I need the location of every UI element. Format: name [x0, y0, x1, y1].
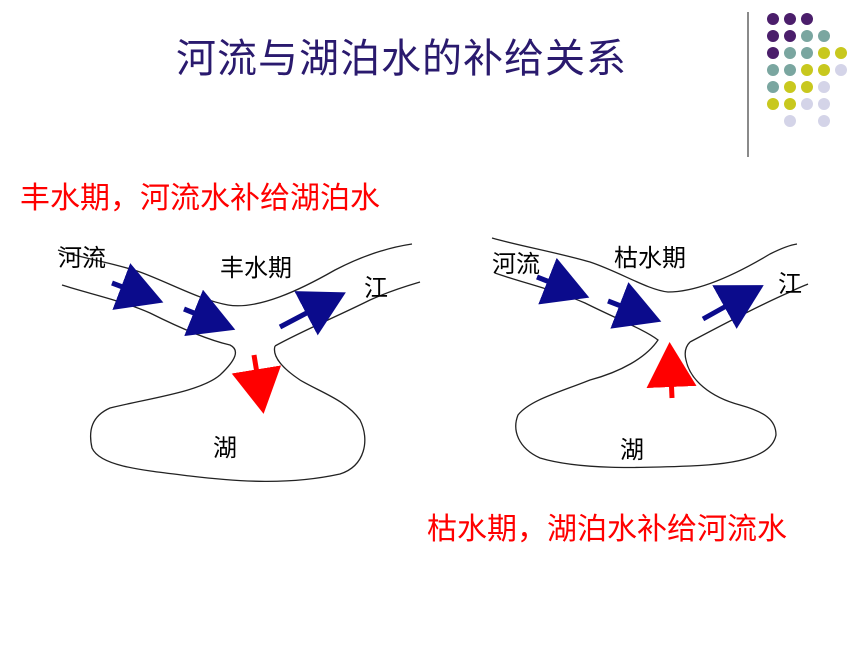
dot: [767, 98, 779, 110]
dry-season-caption: 枯水期，湖泊水补给河流水: [427, 512, 787, 547]
dot: [784, 81, 796, 93]
flood-season-caption: 丰水期，河流水补给湖泊水: [20, 181, 380, 216]
dot: [818, 115, 830, 127]
dot: [784, 13, 796, 25]
flood-river-arrow-3: [278, 291, 346, 336]
dry-jiang-label: 江: [778, 270, 802, 298]
dot: [818, 30, 830, 42]
dot: [767, 13, 779, 25]
flood-lake-label: 湖: [213, 434, 237, 462]
dot: [767, 64, 779, 76]
dot: [767, 47, 779, 59]
dry-river-arrow-2: [607, 282, 662, 329]
dry-river-arrow-3: [701, 285, 764, 329]
river-upper-bank: [491, 237, 798, 293]
dot: [801, 81, 813, 93]
dot: [784, 115, 796, 127]
divider-line: [747, 12, 749, 157]
dry-lake-label: 湖: [620, 436, 644, 464]
dot: [801, 98, 813, 110]
dry-recharge-arrow: [646, 342, 697, 399]
dot: [835, 47, 847, 59]
decorative-dot-grid: [767, 13, 847, 127]
dot: [767, 81, 779, 93]
dot: [818, 81, 830, 93]
flood-recharge-arrow: [231, 354, 282, 414]
dot: [801, 13, 813, 25]
page-title: 河流与湖泊水的补给关系: [176, 36, 627, 82]
dry-season-label: 枯水期: [614, 244, 686, 272]
dot: [801, 30, 813, 42]
river-lower-bank-right: [274, 281, 421, 347]
dot: [801, 47, 813, 59]
dot: [818, 47, 830, 59]
dot: [784, 47, 796, 59]
dot: [818, 64, 830, 76]
dot: [835, 64, 847, 76]
dot: [767, 30, 779, 42]
dot: [818, 98, 830, 110]
flood-river-arrow-1: [111, 263, 164, 310]
dot: [784, 64, 796, 76]
dry-river-label: 河流: [492, 250, 540, 278]
flood-river-label: 河流: [58, 244, 106, 272]
dot: [801, 64, 813, 76]
dry-river-arrow-1: [536, 257, 590, 305]
flood-river-arrow-2: [183, 289, 236, 337]
flood-jiang-label: 江: [364, 274, 388, 302]
dot: [784, 30, 796, 42]
dot: [784, 98, 796, 110]
flood-season-label: 丰水期: [220, 254, 292, 282]
river-lower-bank-left: [61, 284, 366, 483]
